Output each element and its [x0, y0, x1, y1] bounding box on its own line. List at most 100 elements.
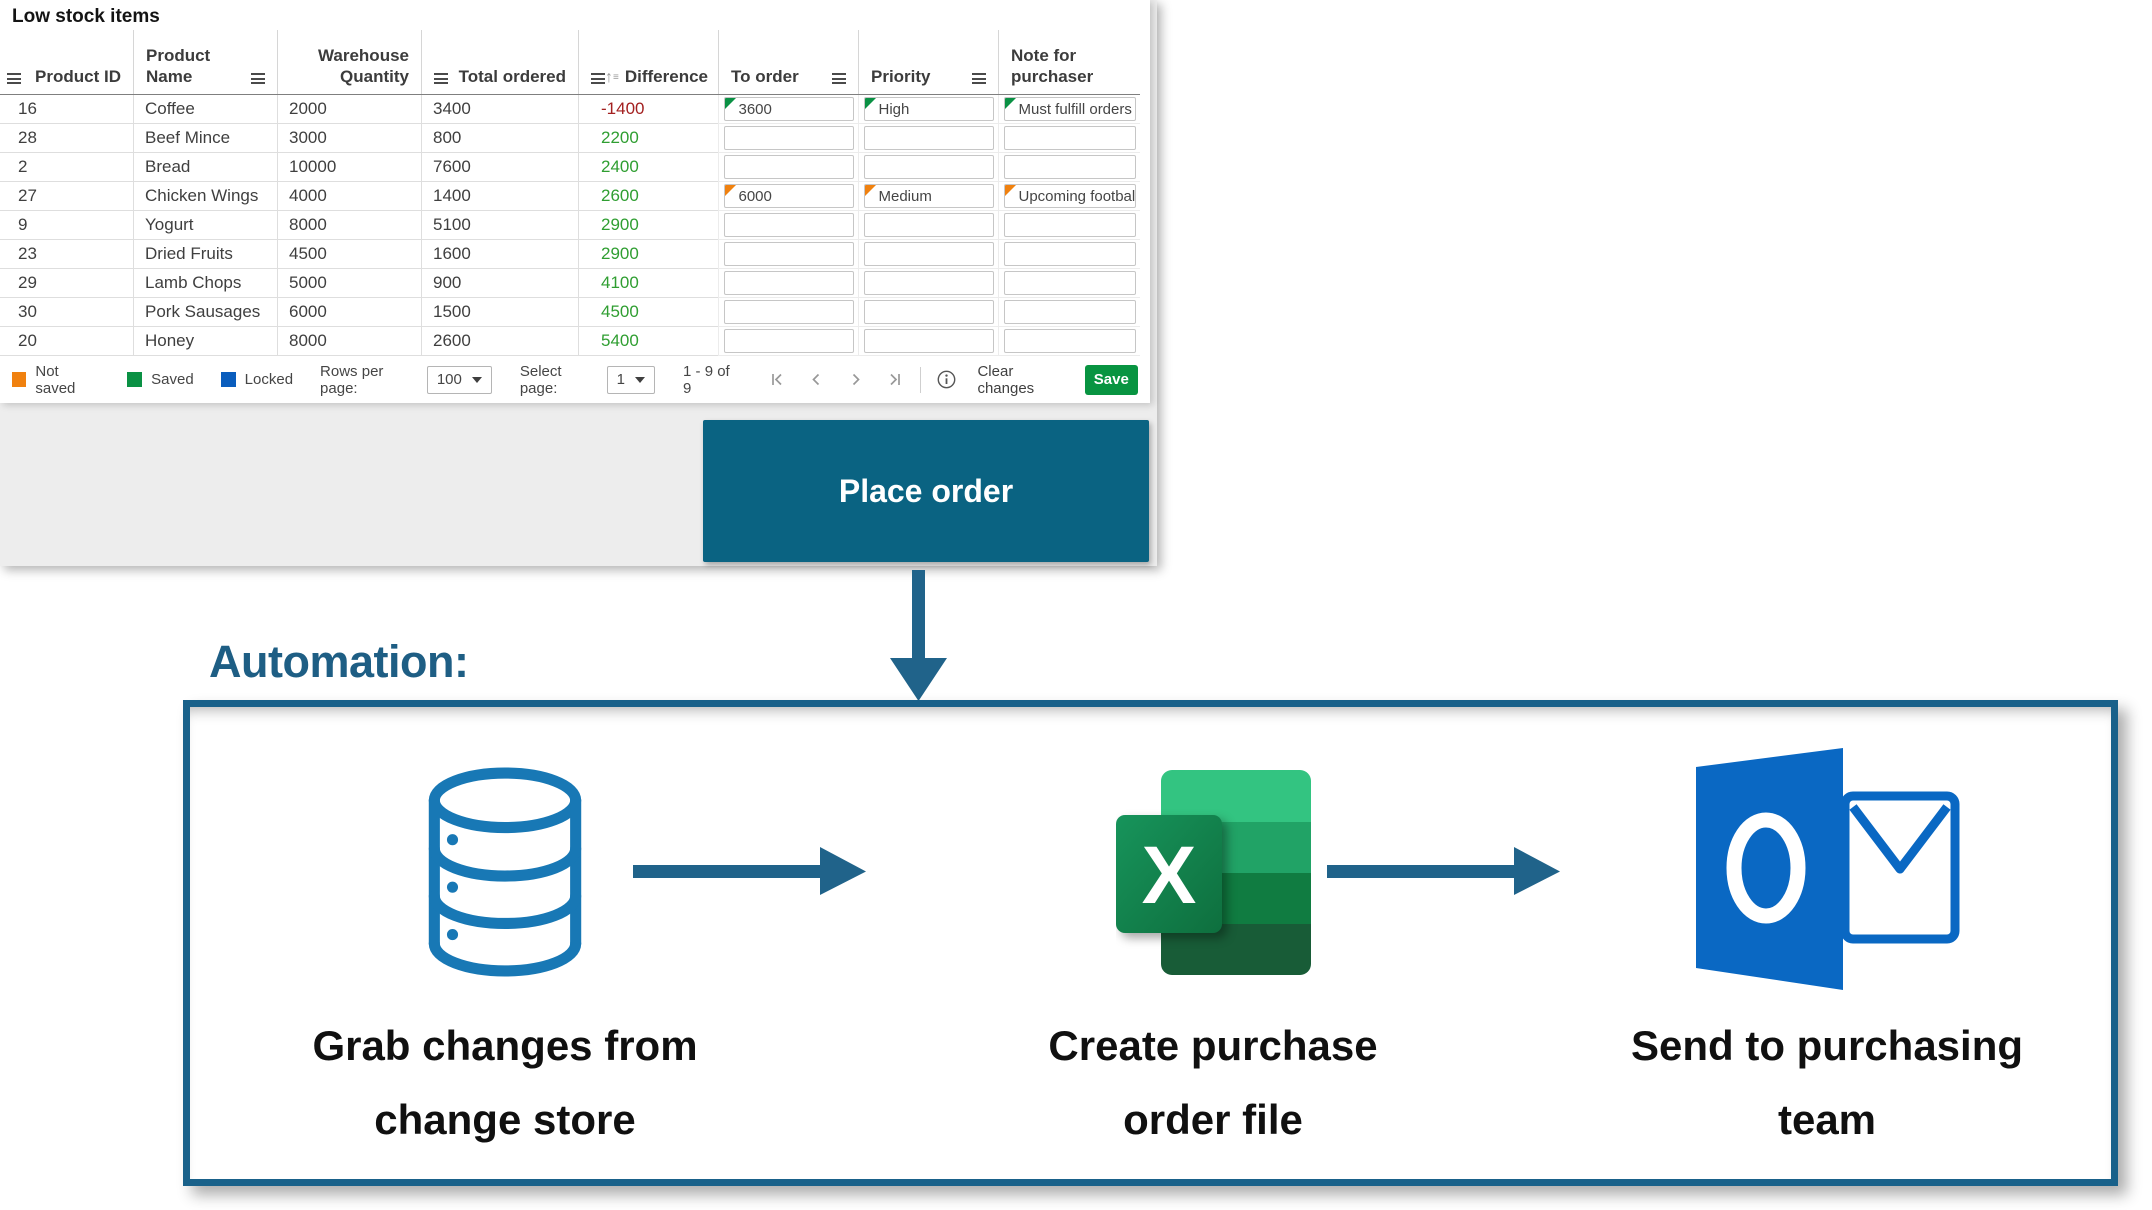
cell-difference: 5400 — [578, 327, 718, 356]
cell-product-id: 20 — [0, 327, 133, 356]
place-order-button[interactable]: Place order — [703, 420, 1149, 562]
column-menu-icon[interactable] — [251, 73, 265, 84]
step-caption: Create purchase order file — [1048, 1022, 1378, 1143]
cell-product-id: 30 — [0, 298, 133, 327]
column-menu-icon[interactable] — [832, 73, 846, 84]
previous-page-button[interactable] — [797, 372, 836, 387]
sort-ascending-icon[interactable]: ↑≡ — [605, 68, 619, 86]
clear-changes-button[interactable]: Clear changes — [977, 362, 1035, 397]
note-input[interactable] — [1003, 242, 1136, 266]
not-saved-swatch — [12, 372, 27, 387]
cell-product-name: Coffee — [133, 95, 277, 124]
cell-note — [998, 153, 1140, 182]
table-row: 20 Honey 8000 2600 5400 — [0, 327, 1140, 356]
cell-priority — [858, 124, 998, 153]
cell-total-ordered: 900 — [421, 269, 578, 298]
cell-priority: High — [858, 95, 998, 124]
rows-per-page-label: Rows per page: — [320, 362, 384, 397]
cell-to-order — [718, 298, 858, 327]
note-input[interactable] — [1003, 300, 1136, 324]
cell-warehouse-quantity: 4500 — [277, 240, 421, 269]
column-menu-icon[interactable] — [591, 73, 605, 84]
note-input[interactable]: Must fulfill orders — [1003, 97, 1136, 121]
cell-product-id: 16 — [0, 95, 133, 124]
locked-swatch — [220, 372, 236, 387]
cell-warehouse-quantity: 6000 — [277, 298, 421, 327]
note-input[interactable] — [1003, 155, 1136, 179]
cell-priority — [858, 327, 998, 356]
cell-product-name: Pork Sausages — [133, 298, 277, 327]
priority-input[interactable] — [863, 271, 994, 295]
table-row: 27 Chicken Wings 4000 1400 2600 6000 Med… — [0, 182, 1140, 211]
cell-total-ordered: 3400 — [421, 95, 578, 124]
col-header-total-ordered: Total ordered — [421, 30, 578, 94]
cell-priority — [858, 240, 998, 269]
cell-note — [998, 327, 1140, 356]
note-input[interactable] — [1003, 213, 1136, 237]
to-order-input[interactable]: 3600 — [723, 97, 854, 121]
cell-product-name: Chicken Wings — [133, 182, 277, 211]
info-button[interactable] — [936, 369, 957, 390]
select-page-select[interactable]: 1 — [606, 365, 656, 394]
column-menu-icon[interactable] — [7, 73, 21, 84]
cell-product-name: Dried Fruits — [133, 240, 277, 269]
to-order-input[interactable] — [723, 329, 854, 353]
table-row: 28 Beef Mince 3000 800 2200 — [0, 124, 1140, 153]
to-order-input[interactable] — [723, 213, 854, 237]
col-header-product-name: Product Name — [133, 30, 277, 94]
priority-input[interactable] — [863, 213, 994, 237]
legend-saved: Saved — [127, 371, 194, 388]
to-order-input[interactable]: 6000 — [723, 184, 854, 208]
select-page-label: Select page: — [519, 362, 562, 397]
next-page-button[interactable] — [836, 372, 875, 387]
cell-total-ordered: 1600 — [421, 240, 578, 269]
priority-input[interactable] — [863, 242, 994, 266]
to-order-input[interactable] — [723, 155, 854, 179]
save-button[interactable]: Save — [1084, 364, 1138, 395]
rows-per-page-select[interactable]: 100 — [426, 365, 492, 394]
automation-heading: Automation: — [209, 636, 469, 687]
note-input[interactable] — [1003, 329, 1136, 353]
cell-to-order — [718, 124, 858, 153]
priority-input[interactable] — [863, 155, 994, 179]
cell-warehouse-quantity: 5000 — [277, 269, 421, 298]
table-row: 2 Bread 10000 7600 2400 — [0, 153, 1140, 182]
cell-priority — [858, 153, 998, 182]
table-row: 9 Yogurt 8000 5100 2900 — [0, 211, 1140, 240]
to-order-input[interactable] — [723, 242, 854, 266]
first-page-button[interactable] — [758, 372, 797, 387]
cell-note — [998, 124, 1140, 153]
cell-to-order: 3600 — [718, 95, 858, 124]
cell-priority — [858, 269, 998, 298]
last-page-button[interactable] — [875, 372, 914, 387]
footer-controls: Rows per page: 100 Select page: 1 1 - 9 … — [320, 363, 1138, 397]
cell-to-order: 6000 — [718, 182, 858, 211]
cell-difference: 2900 — [578, 211, 718, 240]
low-stock-app-panel: Low stock items Product ID Product Name … — [0, 0, 1157, 566]
chevron-down-icon — [471, 376, 482, 383]
priority-input[interactable]: High — [863, 97, 994, 121]
cell-priority — [858, 298, 998, 327]
flow-arrow-icon — [1327, 847, 1560, 895]
cell-total-ordered: 1500 — [421, 298, 578, 327]
cell-total-ordered: 5100 — [421, 211, 578, 240]
col-header-difference: ↑≡Difference — [578, 30, 718, 94]
note-input[interactable] — [1003, 126, 1136, 150]
column-menu-icon[interactable] — [434, 73, 448, 84]
table-footer: Not saved Saved Locked Rows per page: 10… — [0, 356, 1150, 403]
priority-input[interactable] — [863, 329, 994, 353]
cell-difference: 4500 — [578, 298, 718, 327]
priority-input[interactable]: Medium — [863, 184, 994, 208]
to-order-input[interactable] — [723, 271, 854, 295]
to-order-input[interactable] — [723, 126, 854, 150]
step-caption: Send to purchasing team — [1630, 1022, 2024, 1143]
col-header-product-id: Product ID — [0, 30, 133, 94]
to-order-input[interactable] — [723, 300, 854, 324]
priority-input[interactable] — [863, 300, 994, 324]
table-row: 16 Coffee 2000 3400 -1400 3600 High Must… — [0, 95, 1140, 124]
note-input[interactable]: Upcoming football — [1003, 184, 1136, 208]
note-input[interactable] — [1003, 271, 1136, 295]
column-menu-icon[interactable] — [972, 73, 986, 84]
priority-input[interactable] — [863, 126, 994, 150]
